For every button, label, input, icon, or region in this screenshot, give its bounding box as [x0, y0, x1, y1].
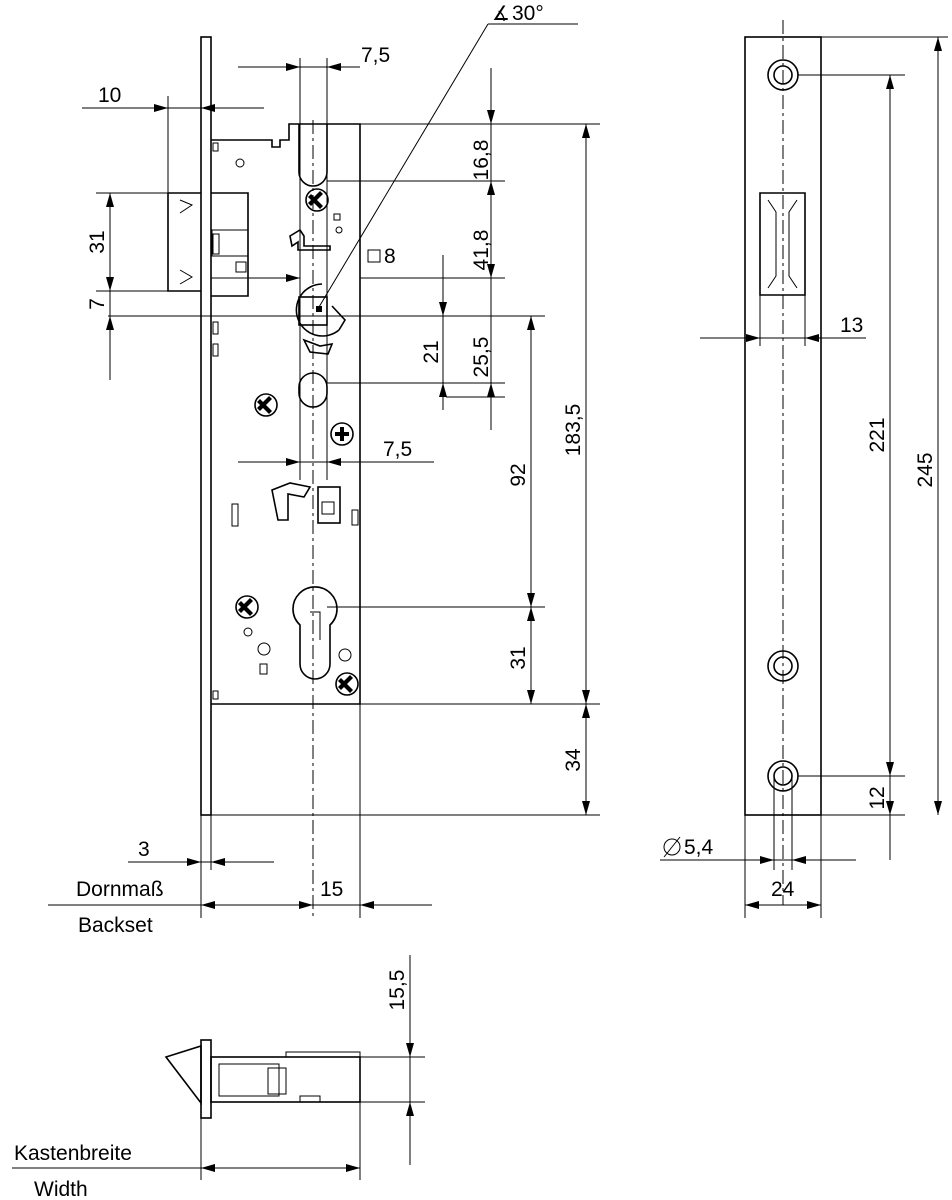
dim-7-5-mid: 7,5	[383, 438, 412, 461]
left-dimensions: 7,5 10 ∡ 30° 16,8 41,8 25,5 8	[48, 2, 600, 937]
angle-label: 30°	[512, 2, 544, 25]
faceplate	[200, 36, 212, 816]
angle-symbol: ∡	[492, 3, 510, 25]
dim-34: 34	[562, 748, 585, 772]
diameter-icon	[663, 836, 681, 858]
latch-tip	[164, 1044, 202, 1106]
dim-25-5: 25,5	[470, 337, 493, 378]
dim-13: 13	[840, 314, 863, 337]
square-label: 8	[384, 245, 396, 268]
label-kastenbreite: Kastenbreite	[14, 1142, 132, 1165]
dim-15-5: 15,5	[386, 970, 409, 1011]
dim-221: 221	[866, 417, 889, 452]
dim-diameter: 5,4	[684, 836, 714, 859]
dim-183-5: 183,5	[562, 404, 585, 457]
dim-3: 3	[138, 838, 150, 861]
square-symbol	[367, 249, 381, 263]
screw-hole-icon	[767, 650, 799, 682]
dim-41-8: 41,8	[470, 230, 493, 271]
dim-245: 245	[914, 452, 937, 487]
lock-top-view: 15,5 Kastenbreite Width	[12, 955, 425, 1200]
dim-7-5-top: 7,5	[361, 44, 390, 67]
label-dornmass: Dornmaß	[76, 878, 164, 901]
lock-case	[211, 123, 361, 705]
faceplate-side-view: 13 221 12 245 5,4 24	[660, 20, 948, 918]
screw-icon	[305, 188, 329, 212]
latch-lever	[271, 482, 312, 521]
cylinder-hole	[292, 586, 338, 680]
dim-24: 24	[771, 878, 795, 901]
latch-bolt	[167, 192, 249, 297]
label-width: Width	[34, 1178, 88, 1200]
dim-7-left: 7	[86, 298, 109, 310]
screw-icon	[235, 595, 259, 619]
dim-15: 15	[320, 878, 343, 901]
dim-21: 21	[420, 340, 443, 363]
screw-icon	[254, 393, 278, 417]
screw-icon	[335, 672, 359, 696]
dim-16-8: 16,8	[470, 140, 493, 181]
label-backset: Backset	[78, 914, 153, 937]
dim-10: 10	[98, 84, 121, 107]
lock-front-view	[167, 36, 361, 918]
dim-92: 92	[507, 463, 530, 486]
spindle-follower	[295, 283, 346, 355]
dim-31-left: 31	[86, 230, 109, 253]
screw-icon	[330, 422, 354, 446]
dim-31-right: 31	[507, 646, 530, 669]
dim-12: 12	[866, 786, 889, 809]
